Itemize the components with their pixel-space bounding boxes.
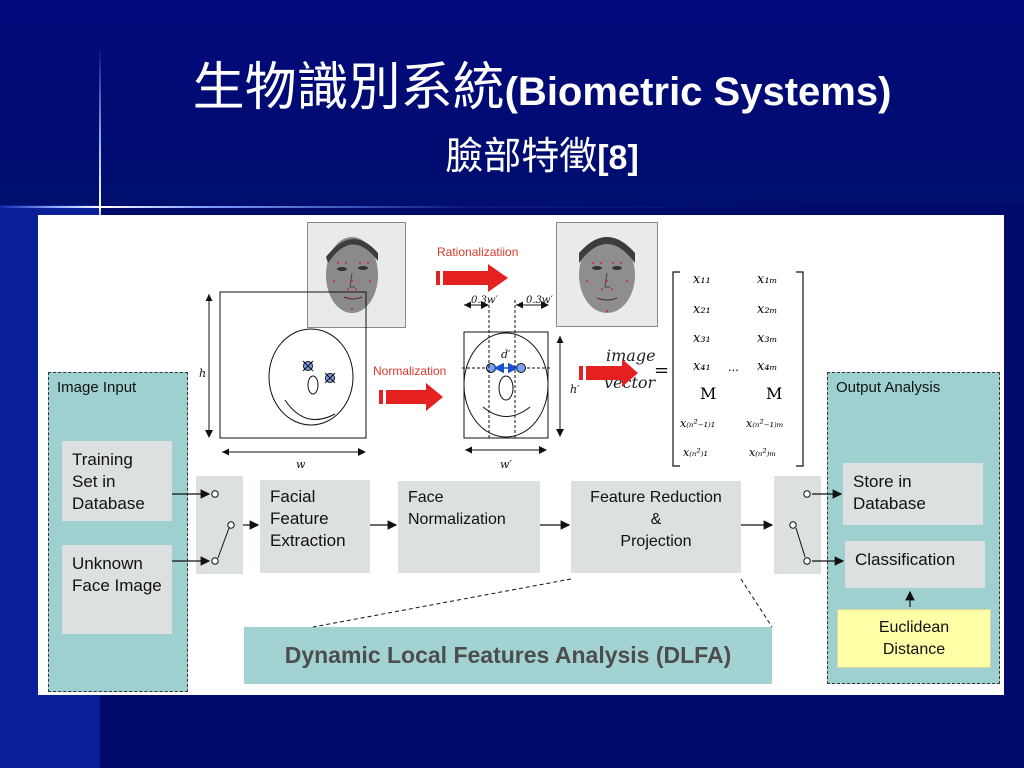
output-analysis-title: Output Analysis xyxy=(836,379,941,396)
matrix-r1c1: x₁₁ xyxy=(693,272,711,287)
horizontal-accent-line xyxy=(0,206,1024,208)
euclid-line1: Euclidean xyxy=(878,619,950,636)
euclidean-distance-box: Euclidean Distance xyxy=(837,609,991,668)
matrix-r1c2: x₁ₘ xyxy=(757,272,778,287)
normalization-label: Normalization xyxy=(373,364,447,378)
subtitle-cjk: 臉部特徵 xyxy=(445,134,598,178)
matrix-r3c1: x₃₁ xyxy=(693,331,711,346)
matrix-r4c2: x₄ₘ xyxy=(757,359,778,374)
input-switch-box xyxy=(196,476,243,574)
facial-feature-extraction-box: Facial Feature Extraction xyxy=(260,480,370,573)
w03-left-label: 0.3w′ xyxy=(471,295,498,306)
image-input-panel: Image Input xyxy=(48,372,188,692)
matrix-r2c1: x₂₁ xyxy=(693,302,711,317)
rationalization-label: Rationalizatiion xyxy=(437,245,519,259)
matrix-r6c2: x₍ₙ²₎ₘ xyxy=(749,446,777,459)
image-input-title: Image Input xyxy=(57,379,137,396)
face-photo-original xyxy=(307,222,406,328)
store-in-database-box: Store in Database xyxy=(843,463,983,525)
title-en: (Biometric Systems) xyxy=(504,70,892,114)
h-prime-label: h′ xyxy=(570,383,580,396)
classification-box: Classification xyxy=(845,541,985,588)
matrix-r5c1: x₍ₙ²₋₁₎₁ xyxy=(680,417,716,430)
face-photo-rationalized xyxy=(556,222,658,327)
title-background xyxy=(0,0,1024,205)
title-cjk: 生物識別系統 xyxy=(192,58,505,118)
face-photo-rationalized-icon xyxy=(557,223,657,326)
slide-title: 生物識別系統(Biometric Systems) xyxy=(0,58,1024,122)
projection-label: Projection xyxy=(620,533,692,550)
slide-subtitle: 臉部特徵[8] xyxy=(0,133,1024,181)
w-prime-label: w′ xyxy=(500,458,512,471)
euclid-line2: Distance xyxy=(882,641,946,658)
matrix-r6c1: x₍ₙ²₎₁ xyxy=(683,446,708,459)
matrix-r2c2: x₂ₘ xyxy=(757,302,778,317)
vector-label: vector xyxy=(604,373,656,392)
dlfa-banner: Dynamic Local Features Analysis (DLFA) xyxy=(244,627,772,684)
face-photo-original-icon xyxy=(308,223,405,327)
matrix-m1: M xyxy=(700,384,717,403)
feature-reduction-label: Feature Reduction xyxy=(590,489,722,506)
h-label: h xyxy=(199,367,207,380)
matrix-r5c2: x₍ₙ²₋₁₎ₘ xyxy=(746,417,784,430)
subtitle-ref: [8] xyxy=(597,139,639,177)
w-label: w xyxy=(296,458,306,471)
unknown-face-box: Unknown Face Image xyxy=(62,545,172,634)
vertical-accent-line xyxy=(99,45,101,230)
w03-right-label: 0.3w′ xyxy=(526,295,553,306)
equals-sign: = xyxy=(654,360,670,381)
d-prime-label: d′ xyxy=(501,348,511,361)
matrix-r4c1: x₄₁ xyxy=(693,359,711,374)
matrix-dots: ... xyxy=(728,359,739,374)
face-normalization-box: Face Normalization xyxy=(398,481,540,573)
feature-reduction-box: Feature Reduction & Projection xyxy=(571,481,741,573)
matrix-m2: M xyxy=(766,384,783,403)
output-switch-box xyxy=(774,476,821,574)
ampersand-label: & xyxy=(650,511,662,528)
training-set-box: Training Set in Database xyxy=(62,441,172,521)
image-label: image xyxy=(606,346,656,365)
matrix-r3c2: x₃ₘ xyxy=(757,331,778,346)
